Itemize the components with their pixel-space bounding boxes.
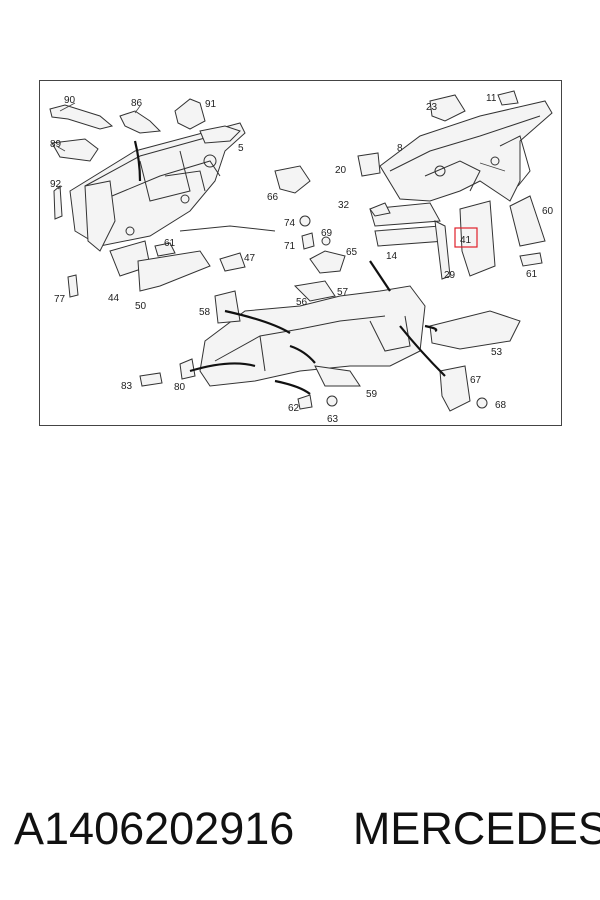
callout-86: 86 — [131, 98, 143, 109]
leader-lines — [57, 102, 506, 190]
small-parts-left-lower — [67, 165, 346, 298]
callout-74: 74 — [284, 218, 296, 229]
callout-71: 71 — [284, 241, 296, 252]
callout-65: 65 — [346, 247, 358, 258]
assembly-arrows — [133, 140, 446, 395]
callout-14: 14 — [386, 251, 398, 262]
small-brackets-top-left — [49, 98, 206, 220]
callout-57: 57 — [337, 287, 349, 298]
callout-63: 63 — [327, 414, 339, 425]
callout-47: 47 — [244, 253, 256, 264]
callout-62: 62 — [288, 403, 300, 414]
highlighted-part-41 — [454, 227, 478, 248]
callout-32: 32 — [338, 200, 350, 211]
callout-67: 67 — [470, 375, 482, 386]
callout-92: 92 — [50, 179, 62, 190]
callout-11: 11 — [486, 93, 497, 104]
lower-center-structure — [139, 280, 521, 412]
left-front-structure — [69, 122, 276, 252]
callout-29: 29 — [444, 270, 456, 281]
callout-labels: 90 86 91 89 5 92 66 20 8 23 11 32 60 74 … — [50, 93, 554, 425]
part-number: A1406202916 — [14, 803, 295, 854]
right-front-structure — [357, 90, 553, 280]
callout-56: 56 — [296, 297, 308, 308]
callout-5: 5 — [238, 143, 244, 154]
callout-23: 23 — [426, 102, 438, 113]
callout-61-right: 61 — [526, 269, 538, 280]
callout-77: 77 — [54, 294, 66, 305]
callout-61-left: 61 — [164, 238, 176, 249]
brand-name: MERCEDES — [352, 803, 600, 854]
callout-41: 41 — [460, 235, 472, 246]
callout-90: 90 — [64, 95, 76, 106]
callout-44: 44 — [108, 293, 120, 304]
callout-69: 69 — [321, 228, 333, 239]
callout-68: 68 — [495, 400, 507, 411]
callout-83: 83 — [121, 381, 133, 392]
callout-60: 60 — [542, 206, 554, 217]
callout-91: 91 — [205, 99, 217, 110]
callout-53: 53 — [491, 347, 503, 358]
callout-50: 50 — [135, 301, 147, 312]
callout-20: 20 — [335, 165, 347, 176]
callout-58: 58 — [199, 307, 211, 318]
parts-diagram: 90 86 91 89 5 92 66 20 8 23 11 32 60 74 … — [39, 80, 562, 426]
exploded-view-drawing: 90 86 91 89 5 92 66 20 8 23 11 32 60 74 … — [49, 90, 554, 425]
product-caption: A1406202916 MERCEDES — [14, 803, 600, 863]
callout-89: 89 — [50, 139, 62, 150]
callout-66: 66 — [267, 192, 279, 203]
callout-59: 59 — [366, 389, 378, 400]
callout-80: 80 — [174, 382, 186, 393]
callout-8: 8 — [397, 143, 403, 154]
